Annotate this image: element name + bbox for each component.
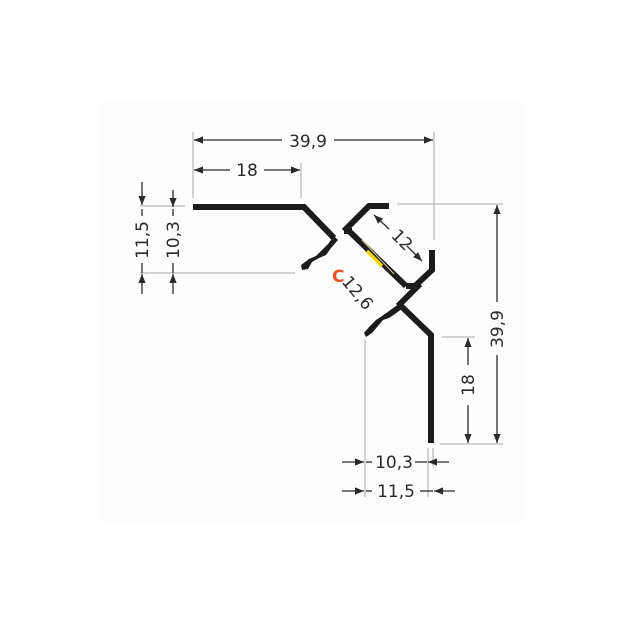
dim-left-inner-height: 10,3 (164, 221, 184, 259)
cover-marker: C (332, 267, 344, 287)
drawing-background (100, 100, 525, 522)
dim-right-flange-height: 18 (459, 374, 479, 396)
extension-lines (140, 132, 503, 497)
dim-left-outer-height: 11,5 (133, 221, 153, 259)
dim-top-total-width: 39,9 (289, 132, 327, 152)
dim-bottom-outer-width: 11,5 (377, 482, 415, 502)
dim-right-total-height: 39,9 (488, 310, 508, 348)
clip-teeth (301, 236, 403, 337)
led-strip (361, 239, 395, 275)
dim-top-flange-width: 18 (236, 161, 258, 181)
profile-shape (193, 203, 435, 443)
dimension-lines (138, 136, 501, 495)
dim-bottom-inner-width: 10,3 (375, 453, 413, 473)
